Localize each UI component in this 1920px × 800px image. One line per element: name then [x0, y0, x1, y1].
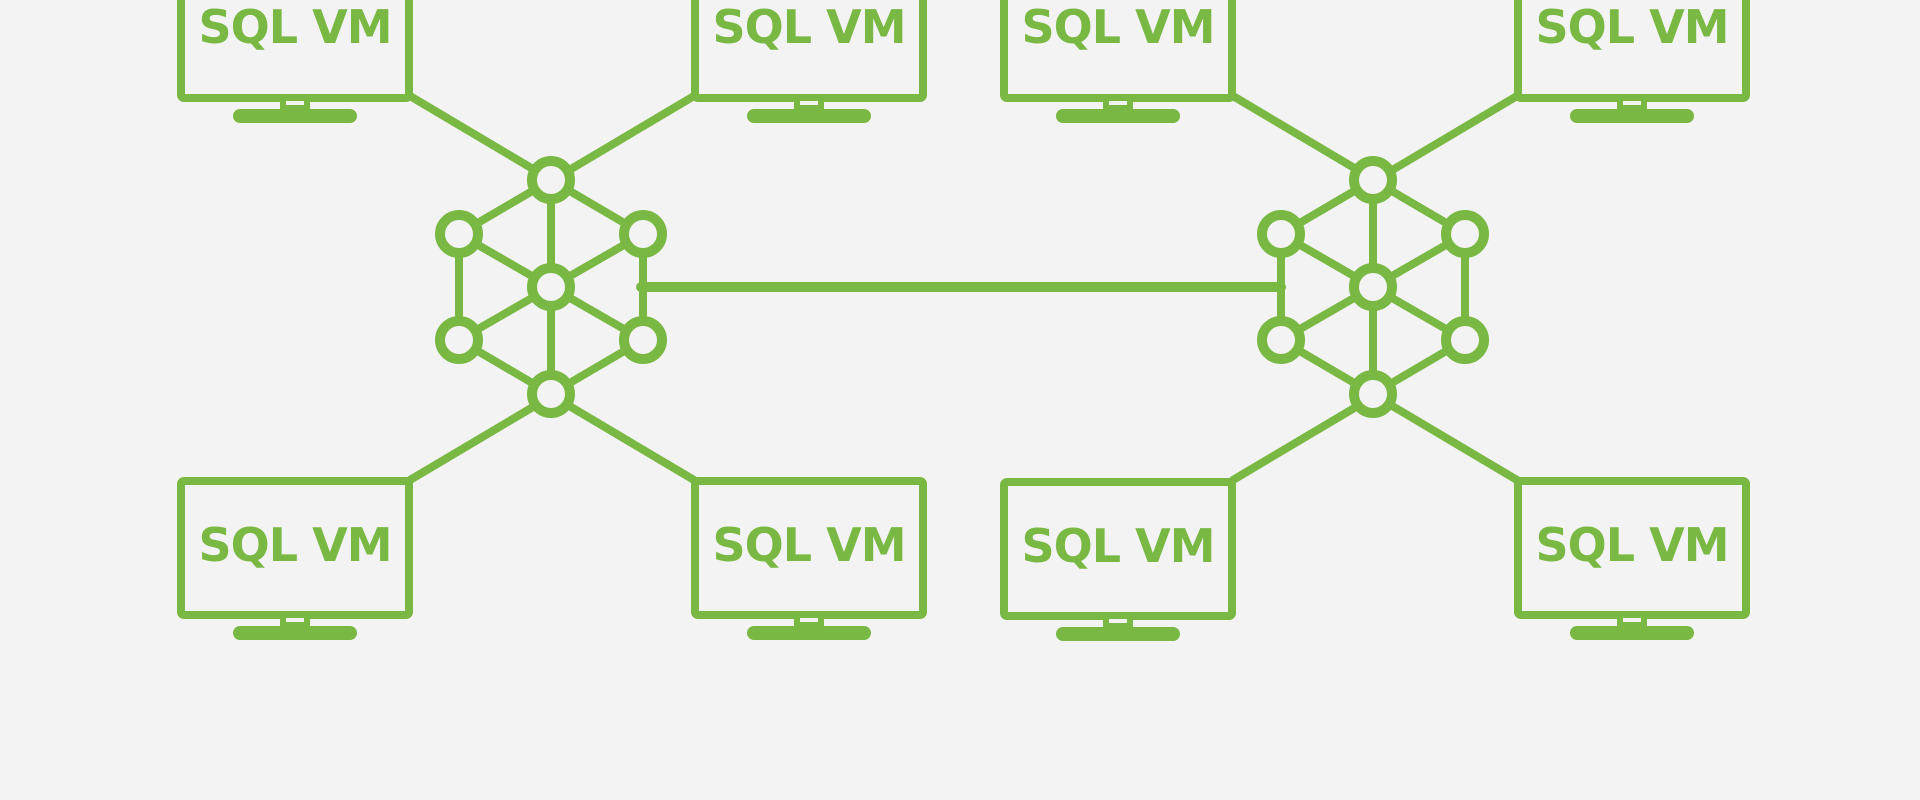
- spoke-line: [406, 400, 542, 484]
- monitor-label: SQL VM: [713, 518, 906, 572]
- spoke-line: [562, 400, 698, 484]
- monitor-icon: SQL VM: [1514, 477, 1750, 640]
- cluster-left: SQL VM SQL VM SQL VM SQL VM: [177, 0, 927, 640]
- monitor-label: SQL VM: [1022, 0, 1215, 54]
- spoke-line: [1229, 92, 1365, 176]
- monitor-icon: SQL VM: [1000, 0, 1236, 123]
- monitor-label: SQL VM: [199, 518, 392, 572]
- monitor-label: SQL VM: [713, 0, 906, 54]
- monitor-icon: SQL VM: [1514, 0, 1750, 123]
- monitor-icon: SQL VM: [691, 0, 927, 123]
- cluster-right: SQL VM SQL VM SQL VM SQL VM: [1000, 0, 1750, 641]
- spoke-line: [1229, 400, 1365, 484]
- network-hub-icon: [1257, 156, 1489, 418]
- monitor-label: SQL VM: [1536, 518, 1729, 572]
- monitor-icon: SQL VM: [177, 477, 413, 640]
- monitor-icon: SQL VM: [1000, 478, 1236, 641]
- monitor-label: SQL VM: [1536, 0, 1729, 54]
- monitor-icon: SQL VM: [691, 477, 927, 640]
- spoke-line: [562, 92, 698, 176]
- monitor-label: SQL VM: [1022, 519, 1215, 573]
- monitor-icon: SQL VM: [177, 0, 413, 123]
- network-hub-icon: [435, 156, 667, 418]
- spoke-line: [1385, 92, 1521, 176]
- spoke-line: [406, 92, 542, 176]
- monitor-label: SQL VM: [199, 0, 392, 54]
- spoke-line: [1385, 400, 1521, 484]
